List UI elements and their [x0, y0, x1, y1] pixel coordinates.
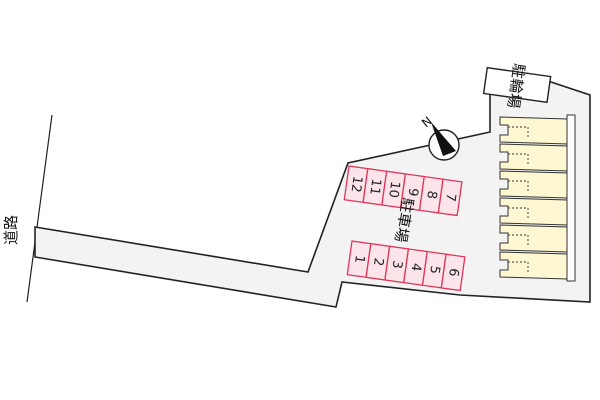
balcony-outline	[508, 234, 529, 247]
parking-space-number: 11	[366, 178, 383, 196]
balcony-outline	[508, 153, 529, 166]
parking-space-number: 10	[385, 180, 402, 198]
north-label: N	[419, 114, 435, 130]
parking-space	[437, 178, 463, 217]
balcony-outline	[508, 126, 529, 139]
road-label: 道路	[2, 215, 20, 245]
balcony-outline	[508, 261, 529, 274]
parking-space-number: 1	[351, 254, 367, 264]
parking-space-number: 12	[347, 175, 364, 193]
parking-space-number: 4	[407, 262, 423, 272]
parking-space-number: 5	[426, 265, 442, 275]
balcony-outline	[508, 207, 529, 220]
building-side-wall	[566, 114, 576, 282]
building	[499, 114, 576, 282]
road-label-char: 道路	[2, 215, 20, 245]
balcony-outline	[508, 180, 529, 193]
building-unit	[499, 197, 569, 226]
parking-space-number: 2	[370, 257, 386, 267]
parking-space	[440, 253, 466, 292]
parking-space-number: 9	[404, 187, 420, 197]
parking-space-number: 6	[445, 267, 461, 277]
road-edge-line	[26, 114, 53, 303]
building-unit	[499, 143, 569, 172]
building-unit	[499, 224, 569, 253]
building-unit	[499, 116, 569, 145]
parking-space-number: 8	[423, 190, 439, 200]
lot-outline	[34, 71, 591, 308]
building-unit	[499, 251, 569, 280]
parking-space-number: 3	[389, 259, 405, 269]
building-unit	[499, 170, 569, 199]
parking-space-number: 7	[442, 192, 458, 202]
